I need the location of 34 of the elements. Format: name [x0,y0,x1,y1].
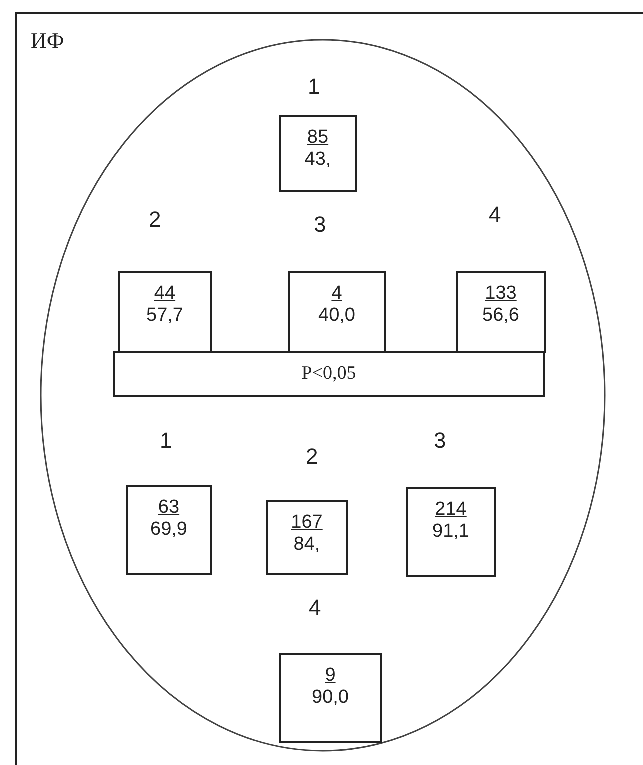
frame-title: ИФ [31,28,64,54]
group-number: 4 [309,595,322,621]
value-box [126,485,212,575]
value-box [118,271,212,353]
count-value: 9 [325,665,336,687]
value-box [406,487,496,577]
percent-value: 56,6 [482,304,520,327]
value-box [279,115,357,192]
group-number: 3 [434,428,446,454]
percent-value: 40,0 [318,304,356,327]
value-box [279,653,382,743]
percent-value: 57,7 [146,304,184,327]
group-number: 1 [160,428,172,454]
count-value: 214 [435,499,467,521]
group-number: 2 [149,207,162,233]
count-value: 4 [332,283,342,305]
count-value: 85 [307,127,329,149]
percent-value: 69,9 [150,518,188,541]
count-value: 44 [154,283,176,305]
count-value: 133 [485,283,517,305]
count-value: 167 [291,512,323,534]
percent-value: 91,1 [432,520,470,543]
value-box [288,271,386,353]
percent-value: 90,0 [312,686,349,709]
group-number: 2 [306,444,318,470]
value-box [456,271,546,353]
value-box [266,500,348,575]
count-value: 63 [158,497,180,519]
percent-value: 43, [304,148,332,171]
percent-value: 84, [294,534,320,556]
group-number: 4 [489,202,502,228]
group-number: 1 [308,74,320,100]
significance-band: P<0,05 [113,351,545,397]
group-number: 3 [314,212,326,238]
